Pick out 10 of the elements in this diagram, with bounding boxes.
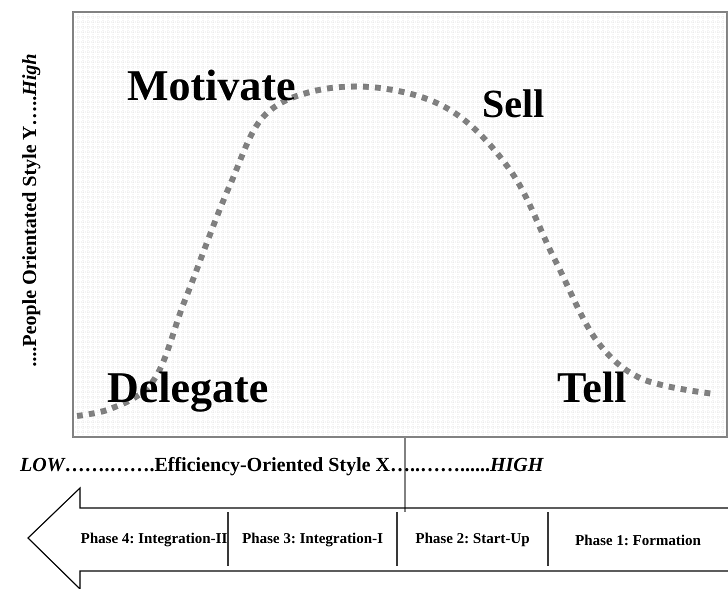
axis-title: ....People Orientated Style Y…..High (20, 52, 40, 369)
stage-label: Sell (482, 84, 544, 124)
phase-label: Phase 1: Formation (575, 532, 701, 551)
stage-label: Motivate (127, 64, 296, 108)
phase-label: Phase 2: Start-Up (415, 530, 530, 549)
axis-title: LOW…….…….Efficiency-Oriented Style X…..……......HIGH (20, 455, 544, 475)
stage-label: Delegate (107, 366, 268, 410)
phase-label: Phase 4: Integration-II (80, 530, 228, 549)
phase-label: Phase 3: Integration-I (242, 530, 383, 549)
stage-label: Tell (557, 366, 626, 410)
